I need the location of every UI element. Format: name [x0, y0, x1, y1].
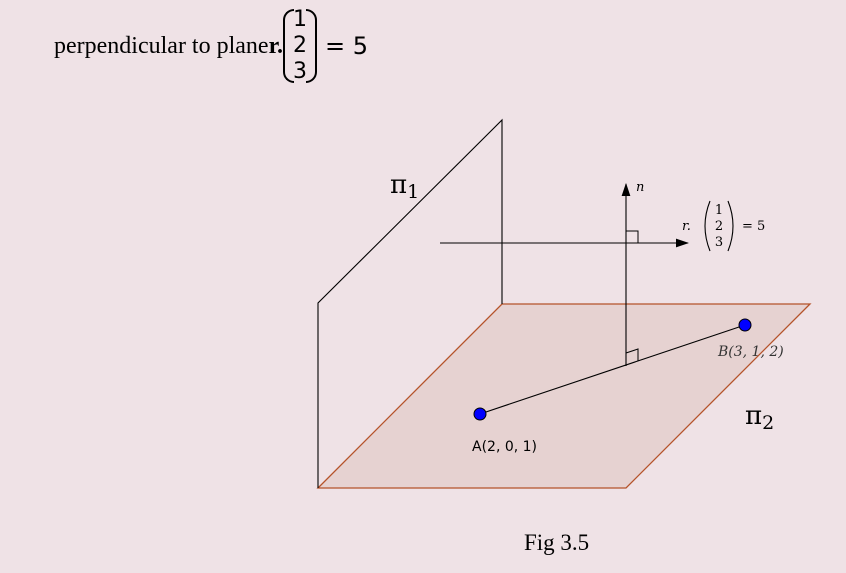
- normal-label: n: [636, 180, 644, 195]
- vector-component: 1: [293, 7, 308, 32]
- vector-component: 3: [293, 59, 308, 84]
- point-b: [738, 318, 752, 332]
- figure-caption: Fig 3.5: [524, 530, 590, 555]
- point-b-label: B(3, 1, 2): [717, 344, 784, 360]
- intro-sentence: perpendicular to plane: [54, 32, 269, 59]
- plane2-label: π2: [745, 401, 774, 434]
- normal-vector: 1 2 3: [283, 7, 318, 85]
- plane1-label: π1: [390, 170, 419, 203]
- right-angle-mark: [626, 230, 639, 243]
- plane-eq-suffix: = 5: [742, 219, 765, 234]
- right-angle-mark: [625, 348, 639, 361]
- vector-component: 1: [715, 203, 723, 218]
- point-a-label: A(2, 0, 1): [472, 439, 537, 455]
- vector-r: r.: [268, 32, 284, 59]
- vector-component: 3: [715, 235, 723, 250]
- segment-ab: [479, 324, 746, 415]
- equals-five: = 5: [325, 32, 369, 60]
- plane-pi1: [317, 118, 503, 488]
- point-a: [473, 407, 487, 421]
- intro-text: perpendicular to plane r. 1 2 3 = 5: [54, 0, 368, 92]
- vector-component: 2: [293, 33, 308, 58]
- vector-brackets: [704, 200, 734, 252]
- vector-component: 2: [715, 219, 723, 234]
- plane-eq-prefix: r.: [682, 219, 691, 234]
- plane-pi2: [316, 303, 812, 489]
